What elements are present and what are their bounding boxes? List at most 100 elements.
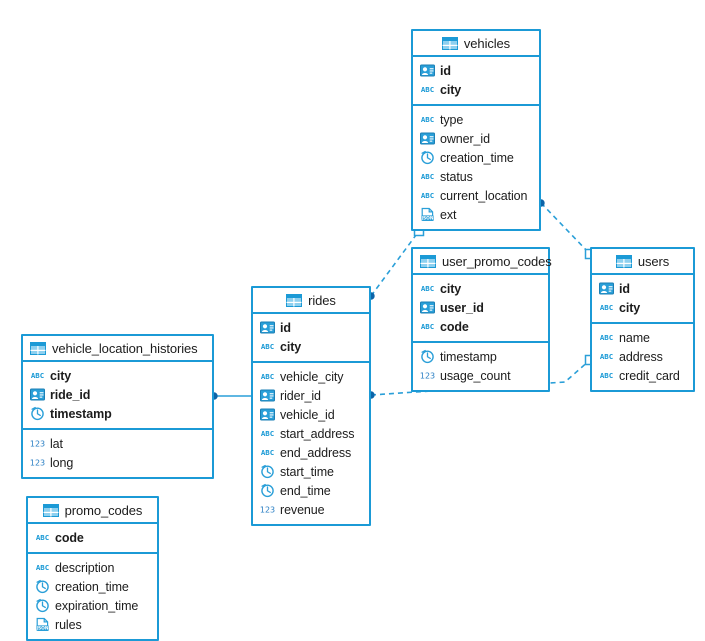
field-label: rules — [55, 617, 82, 632]
field-promo_codes-expiration_time[interactable]: expiration_time — [28, 596, 157, 615]
svg-text:ABC: ABC — [261, 342, 274, 351]
svg-text:ABC: ABC — [36, 533, 49, 542]
identity-icon — [30, 388, 45, 401]
entity-title: promo_codes — [64, 502, 143, 518]
field-label: id — [440, 63, 451, 78]
field-label: ext — [440, 207, 457, 222]
svg-text:JSON: JSON — [420, 216, 434, 222]
abc-icon: ABC — [36, 533, 49, 542]
entity-header-promo_codes[interactable]: promo_codes — [28, 498, 157, 524]
abc-icon: ABC — [421, 284, 434, 293]
field-label: city — [440, 82, 462, 97]
clock-icon — [421, 150, 434, 165]
field-label: ride_id — [50, 387, 91, 402]
field-label: long — [50, 455, 74, 470]
svg-text:123: 123 — [30, 458, 45, 467]
svg-text:ABC: ABC — [31, 371, 44, 380]
svg-text:ABC: ABC — [421, 322, 434, 331]
field-label: id — [619, 281, 630, 296]
field-vehicles-owner_id[interactable]: owner_id — [413, 129, 539, 148]
field-vehicle_location_histories-city[interactable]: ABC city — [23, 366, 212, 385]
field-label: end_address — [280, 445, 352, 460]
field-rides-end_time[interactable]: end_time — [253, 481, 369, 500]
entity-header-user_promo_codes[interactable]: user_promo_codes — [413, 249, 552, 275]
entity-promo_codes[interactable]: promo_codes ABC code ABC description cre… — [26, 496, 159, 641]
field-vehicles-current_location[interactable]: ABC current_location — [413, 186, 539, 205]
entity-rides[interactable]: rides id ABC city ABC vehicle_city rider… — [251, 286, 371, 526]
field-rides-vehicle_id[interactable]: vehicle_id — [253, 405, 369, 424]
field-users-address[interactable]: ABC address — [592, 347, 693, 366]
field-vehicle_location_histories-timestamp[interactable]: timestamp — [23, 404, 212, 423]
entity-vehicle_location_histories[interactable]: vehicle_location_histories ABC city ride… — [21, 334, 214, 479]
clock-icon — [261, 464, 274, 479]
field-vehicles-ext[interactable]: JSON ext — [413, 205, 539, 224]
field-rides-city[interactable]: ABC city — [253, 337, 369, 356]
field-label: code — [55, 530, 84, 545]
entity-header-vehicles[interactable]: vehicles — [413, 31, 539, 57]
json-icon: JSON — [420, 207, 434, 222]
field-user_promo_codes-usage_count[interactable]: 123 usage_count — [413, 366, 548, 385]
entity-header-users[interactable]: users — [592, 249, 693, 275]
abc-icon: ABC — [421, 191, 434, 200]
abc-icon: ABC — [421, 172, 434, 181]
field-users-name[interactable]: ABC name — [592, 328, 693, 347]
abc-icon: ABC — [261, 372, 274, 381]
field-label: creation_time — [55, 579, 129, 594]
field-users-credit_card[interactable]: ABC credit_card — [592, 366, 693, 385]
number-icon: 123 — [30, 458, 45, 467]
table-icon — [30, 341, 46, 355]
field-user_promo_codes-user_id[interactable]: user_id — [413, 298, 548, 317]
field-vehicles-creation_time[interactable]: creation_time — [413, 148, 539, 167]
table-icon — [441, 36, 458, 50]
field-label: code — [440, 319, 469, 334]
field-rides-end_address[interactable]: ABC end_address — [253, 443, 369, 462]
svg-text:ABC: ABC — [261, 429, 274, 438]
table-icon — [615, 254, 632, 268]
field-vehicles-type[interactable]: ABC type — [413, 110, 539, 129]
field-label: address — [619, 349, 663, 364]
field-promo_codes-description[interactable]: ABC description — [28, 558, 157, 577]
field-user_promo_codes-code[interactable]: ABC code — [413, 317, 548, 336]
field-rides-id[interactable]: id — [253, 318, 369, 337]
field-vehicle_location_histories-ride_id[interactable]: ride_id — [23, 385, 212, 404]
identity-icon — [260, 408, 275, 421]
field-label: user_id — [440, 300, 484, 315]
svg-text:ABC: ABC — [36, 563, 49, 572]
field-vehicle_location_histories-long[interactable]: 123 long — [23, 453, 212, 472]
field-rides-start_address[interactable]: ABC start_address — [253, 424, 369, 443]
field-promo_codes-creation_time[interactable]: creation_time — [28, 577, 157, 596]
field-label: end_time — [280, 483, 331, 498]
field-users-city[interactable]: ABC city — [592, 298, 693, 317]
entity-header-rides[interactable]: rides — [253, 288, 369, 314]
identity-icon — [260, 321, 275, 334]
json-icon: JSON — [35, 617, 49, 632]
field-label: timestamp — [50, 406, 112, 421]
entity-title: users — [637, 253, 670, 269]
entity-users[interactable]: users id ABC city ABC name ABC address A… — [590, 247, 695, 392]
abc-icon: ABC — [261, 429, 274, 438]
svg-text:ABC: ABC — [421, 115, 434, 124]
field-vehicles-city[interactable]: ABC city — [413, 80, 539, 99]
field-rides-vehicle_city[interactable]: ABC vehicle_city — [253, 367, 369, 386]
field-user_promo_codes-city[interactable]: ABC city — [413, 279, 548, 298]
field-promo_codes-rules[interactable]: JSON rules — [28, 615, 157, 634]
field-rides-start_time[interactable]: start_time — [253, 462, 369, 481]
abc-icon: ABC — [261, 448, 274, 457]
svg-text:ABC: ABC — [600, 303, 613, 312]
entity-header-vehicle_location_histories[interactable]: vehicle_location_histories — [23, 336, 212, 362]
field-vehicles-status[interactable]: ABC status — [413, 167, 539, 186]
field-promo_codes-code[interactable]: ABC code — [28, 528, 157, 547]
entity-user_promo_codes[interactable]: user_promo_codes ABC city user_id ABC co… — [411, 247, 552, 392]
field-rides-revenue[interactable]: 123 revenue — [253, 500, 369, 519]
field-user_promo_codes-timestamp[interactable]: timestamp — [413, 347, 548, 366]
field-vehicles-id[interactable]: id — [413, 61, 539, 80]
entity-vehicles[interactable]: vehicles id ABC city ABC type owner_id c… — [411, 29, 541, 231]
column-group-promo_codes: ABC description creation_time expiration… — [28, 552, 157, 639]
field-label: start_address — [280, 426, 355, 441]
field-vehicle_location_histories-lat[interactable]: 123 lat — [23, 434, 212, 453]
field-rides-rider_id[interactable]: rider_id — [253, 386, 369, 405]
field-label: type — [440, 112, 464, 127]
field-users-id[interactable]: id — [592, 279, 693, 298]
field-label: city — [50, 368, 72, 383]
svg-text:ABC: ABC — [600, 352, 613, 361]
